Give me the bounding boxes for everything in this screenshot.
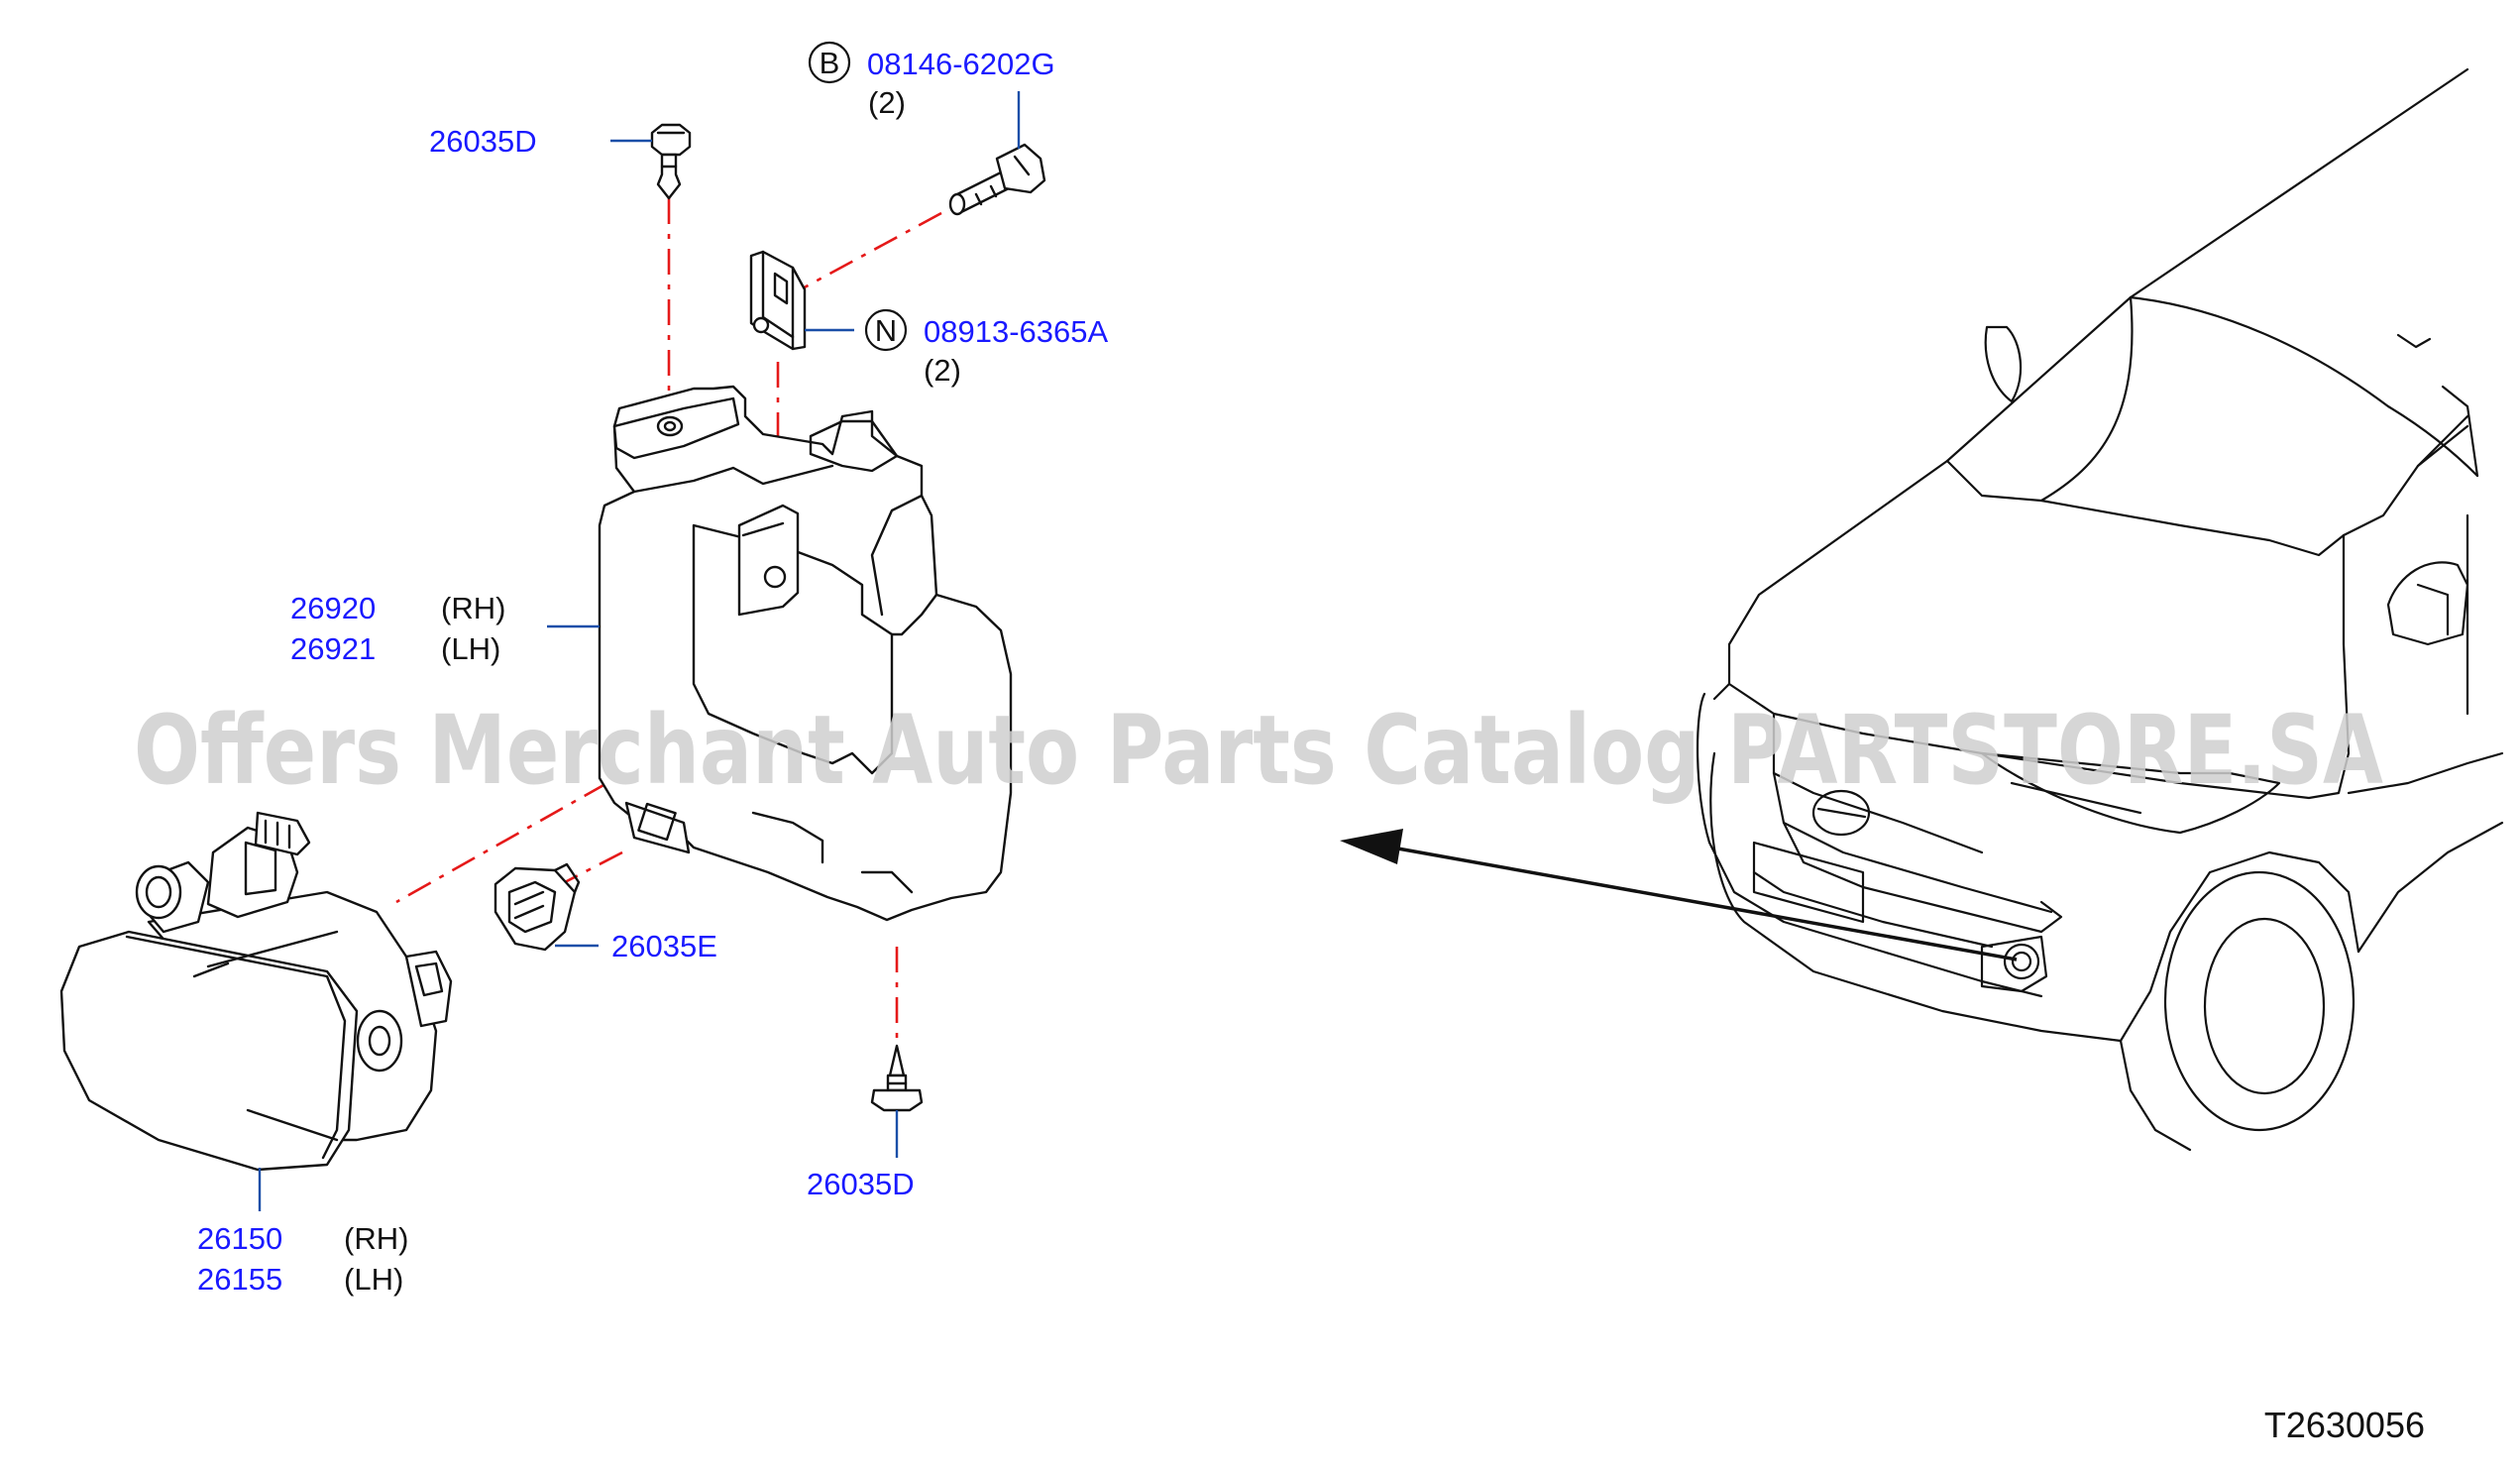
diagram-code: T2630056 [2264, 1405, 2425, 1445]
vehicle-front-icon [1696, 67, 2504, 1152]
clip-top-part-number[interactable]: 26035D [429, 124, 537, 159]
fog-lamp-bracket-icon[interactable] [598, 385, 1013, 922]
clip-nut-icon[interactable] [749, 250, 807, 351]
bracket-side-lh: (LH) [441, 631, 500, 666]
callout-bracket[interactable]: 26920 (RH) 26921 (LH) [290, 591, 505, 666]
fog-lamp-icon[interactable] [59, 811, 453, 1172]
callout-fog-lamp[interactable]: 26150 (RH) 26155 (LH) [197, 1221, 408, 1297]
bolt-symbol-circle [808, 41, 851, 84]
bracket-side-rh: (RH) [441, 591, 505, 625]
bolt-icon[interactable] [948, 143, 1046, 216]
nut-quantity: (2) [924, 353, 961, 388]
nut-symbol: N [875, 313, 897, 348]
fog-lamp-side-rh: (RH) [344, 1221, 408, 1256]
clip-bottom-part-number[interactable]: 26035D [807, 1167, 915, 1201]
bolt-symbol: B [820, 46, 840, 80]
bracket-part-number-lh[interactable]: 26921 [290, 631, 376, 666]
push-clip-icon[interactable] [870, 1044, 924, 1112]
fog-lamp-side-lh: (LH) [344, 1262, 403, 1297]
push-clip-icon[interactable] [650, 123, 692, 200]
nut-symbol-circle [864, 308, 908, 352]
clip-e-part-number[interactable]: 26035E [611, 929, 717, 963]
fog-lamp-part-number-rh[interactable]: 26150 [197, 1221, 282, 1256]
retainer-clip-icon[interactable] [493, 862, 581, 952]
bracket-part-number-rh[interactable]: 26920 [290, 591, 376, 625]
callout-nut[interactable]: N 08913-6365A (2) [864, 308, 1108, 388]
bolt-part-number[interactable]: 08146-6202G [867, 47, 1055, 81]
nut-part-number[interactable]: 08913-6365A [924, 314, 1108, 349]
watermark: Offers Merchant Auto Parts Catalog PARTS… [134, 695, 2383, 806]
fog-lamp-part-number-lh[interactable]: 26155 [197, 1262, 282, 1297]
bolt-quantity: (2) [868, 85, 906, 120]
callout-bolt[interactable]: B 08146-6202G (2) [808, 41, 1055, 120]
pointer-arrow [1340, 829, 2018, 962]
